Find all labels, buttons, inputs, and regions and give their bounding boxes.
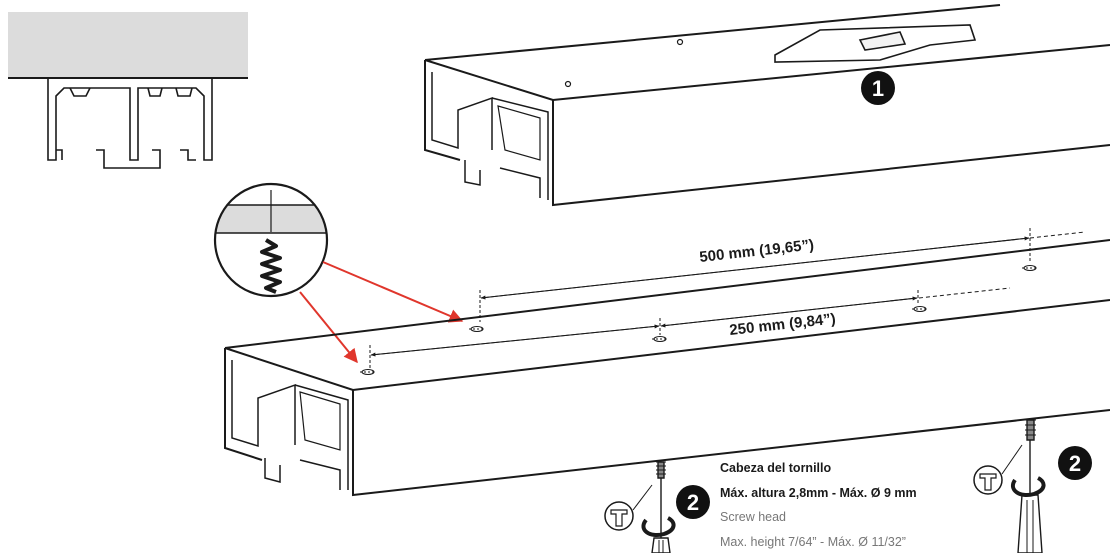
screw-head-note: Cabeza del tornillo Máx. altura 2,8mm - … (720, 461, 917, 549)
hole-1 (469, 325, 485, 333)
step-1-number: 1 (872, 76, 884, 101)
level-tool-icon (774, 24, 977, 63)
hole-3 (652, 335, 668, 343)
step-2-number-right: 2 (1069, 451, 1081, 476)
hole-markers (360, 264, 1038, 376)
step-1-badge: 1 (861, 71, 895, 105)
dimension-500 (479, 228, 1086, 322)
pointer-arrow-1 (322, 261, 464, 323)
step-2-badge-left: 2 (676, 485, 710, 519)
hole-2 (360, 368, 376, 376)
screwdriver-icon-right (1017, 419, 1043, 553)
top-rail (424, 4, 1110, 207)
step-2-number-left: 2 (687, 490, 699, 515)
rotate-arrow-icon-left (641, 516, 676, 537)
hole-5 (1022, 264, 1038, 272)
dimension-500-label: 500 mm (19,65”) (699, 236, 815, 266)
screwdriver-icon-left (651, 461, 671, 553)
note-title-es: Cabeza del tornillo (720, 461, 831, 475)
ceiling-slab (8, 12, 248, 78)
note-spec-en: Max. height 7/64” - Máx. Ø 11/32” (720, 535, 906, 549)
pointer-arrow-2 (299, 291, 358, 364)
rail-profile-section (47, 78, 213, 169)
screw-head-icon-right (973, 444, 1023, 495)
screw-detail-magnifier (213, 182, 329, 298)
dimension-250 (369, 287, 1011, 368)
screw-head-icon-left (604, 484, 653, 531)
note-spec-es: Máx. altura 2,8mm - Máx. Ø 9 mm (720, 486, 917, 500)
note-title-en: Screw head (720, 510, 786, 524)
hole-4 (912, 305, 928, 313)
ceiling-cross-section (8, 12, 248, 169)
bottom-rail (224, 239, 1110, 497)
rotate-arrow-icon-right (1011, 476, 1046, 497)
step-2-badge-right: 2 (1058, 446, 1092, 480)
